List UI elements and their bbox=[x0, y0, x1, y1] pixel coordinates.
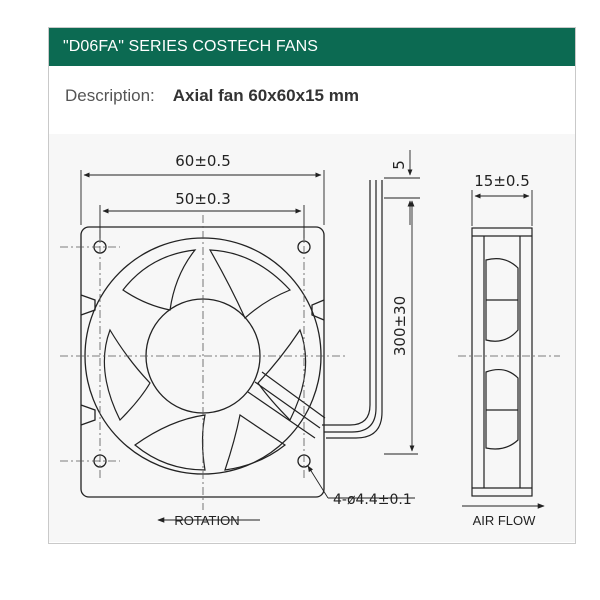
centerlines bbox=[60, 215, 560, 510]
rotation-label: ROTATION bbox=[174, 513, 239, 528]
description-label: Description: bbox=[65, 86, 155, 105]
dim-lead-length bbox=[384, 197, 418, 455]
side-view-outline bbox=[471, 227, 533, 497]
dim-hole-spacing bbox=[99, 205, 305, 240]
hole-callout-leader bbox=[307, 465, 415, 499]
technical-drawing-area bbox=[49, 134, 575, 542]
dim-label-holes: 4-ø4.4±0.1 bbox=[333, 492, 412, 508]
product-card: "D06FA" SERIES COSTECH FANS Description:… bbox=[48, 27, 576, 544]
description-row: Description: Axial fan 60x60x15 mm bbox=[65, 86, 359, 106]
dim-label-lead-offset: 5 bbox=[390, 160, 408, 170]
dim-label-outer-width: 60±0.5 bbox=[175, 152, 231, 170]
dim-label-lead-length: 300±30 bbox=[391, 296, 409, 356]
side-view bbox=[471, 227, 533, 497]
series-header: "D06FA" SERIES COSTECH FANS bbox=[49, 28, 575, 66]
dim-label-thickness: 15±0.5 bbox=[474, 172, 530, 190]
description-value: Axial fan 60x60x15 mm bbox=[172, 86, 359, 105]
airflow-label: AIR FLOW bbox=[473, 513, 537, 528]
dim-label-hole-spacing: 50±0.3 bbox=[175, 190, 231, 208]
series-title: "D06FA" SERIES COSTECH FANS bbox=[63, 38, 319, 55]
dim-thickness bbox=[471, 190, 533, 226]
fan-blades bbox=[103, 249, 307, 471]
lead-wires bbox=[322, 180, 383, 439]
fan-frame-outline bbox=[80, 226, 325, 498]
dim-outer-width bbox=[80, 170, 325, 225]
